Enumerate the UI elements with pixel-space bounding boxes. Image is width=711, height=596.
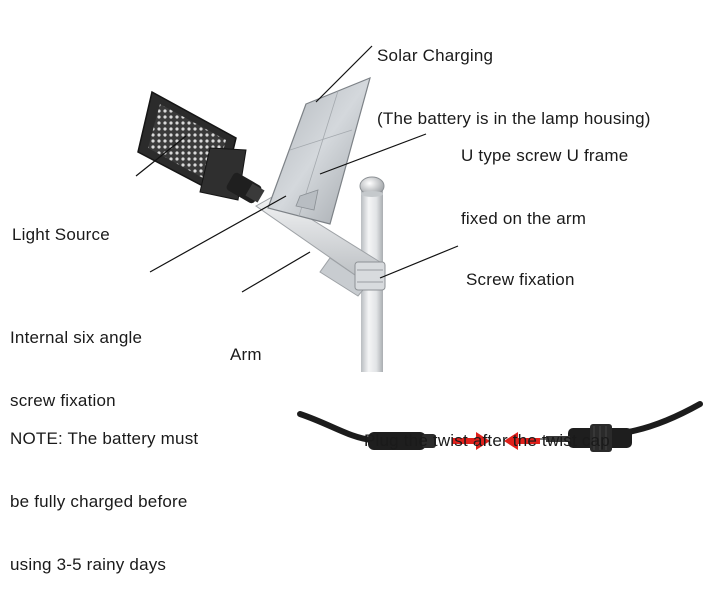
note-text: NOTE: The battery must be fully charged … <box>10 429 199 574</box>
leader-light-source <box>135 135 187 177</box>
cable-connector <box>297 401 703 452</box>
street-light-diagram <box>135 45 703 452</box>
left-cable <box>297 411 375 443</box>
label-internal-screw: Internal six angle screw fixation <box>10 328 143 410</box>
right-cable <box>625 401 703 435</box>
red-arrow-icon <box>452 432 540 450</box>
leader-internal-screw <box>149 195 287 273</box>
label-light-source: Light Source <box>12 225 110 244</box>
label-solar-charging: Solar Charging (The battery is in the la… <box>377 46 651 128</box>
arrow-left-icon <box>504 432 540 450</box>
left-connector <box>368 432 426 450</box>
label-screw-fixation: Screw fixation <box>466 270 575 289</box>
arrow-right-icon <box>452 432 490 450</box>
label-plug-instruction: Plug the twist after the twist cap <box>364 431 610 450</box>
solar-panel <box>267 76 371 225</box>
leader-u-frame <box>319 133 427 175</box>
leader-screw-fixation <box>379 245 459 279</box>
label-u-frame: U type screw U frame fixed on the arm <box>461 146 629 228</box>
label-arm: Arm <box>230 345 262 364</box>
lamp-head <box>137 90 265 204</box>
leader-solar <box>315 45 373 103</box>
leader-arm <box>241 251 311 293</box>
leader-lines <box>135 45 459 293</box>
